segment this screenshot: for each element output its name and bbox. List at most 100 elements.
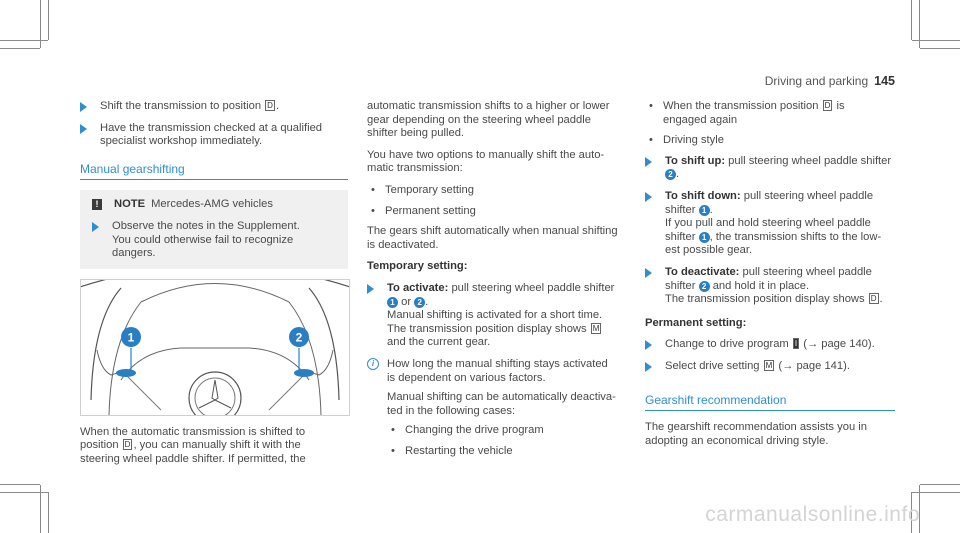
info-text: Manual shifting can be automatically dea…: [387, 391, 616, 404]
step-text: pull steering wheel paddle: [743, 189, 874, 202]
callout-1-icon: 1: [698, 204, 710, 216]
step-text: pull steering wheel paddle shifter: [451, 281, 615, 294]
intro-paragraph: automatic transmission shifts to a highe…: [367, 100, 627, 141]
steering-wheel-illustration: 1 2: [70, 264, 360, 425]
step-label: To shift up:: [665, 154, 726, 167]
info-note: i How long the manual shifting stays act…: [367, 357, 627, 459]
step-activate: To activate: pull steering wheel paddle …: [367, 282, 627, 350]
step-deactivate: To deactivate: pull steering wheel paddl…: [645, 266, 895, 307]
step-select-drive-setting: Select drive setting M (→ page 141).: [645, 359, 895, 374]
callout-1-icon: 1: [387, 296, 398, 308]
step-arrow-icon: [645, 340, 652, 351]
note-step-text: dangers.: [112, 247, 156, 260]
callout-2-icon: 2: [665, 169, 676, 181]
figure-description: When the automatic transmission is shift…: [80, 426, 348, 467]
step-text: The transmission position display shows: [387, 322, 587, 335]
info-text: How long the manual shifting stays activ…: [387, 357, 608, 370]
step-shift-down: To shift down: pull steering wheel paddl…: [645, 190, 895, 258]
crop-mark: [0, 48, 40, 49]
subheading-temporary: Temporary setting:: [367, 260, 468, 273]
body-text: When the automatic transmission is shift…: [80, 425, 306, 438]
column-right: When the transmission position D is enga…: [645, 100, 895, 456]
step-arrow-icon: [645, 156, 652, 167]
column-left: Shift the transmission to position D. Ha…: [70, 100, 360, 475]
body-text: automatic transmission shifts to a highe…: [367, 100, 610, 112]
step-arrow-icon: [645, 361, 652, 372]
body-text: steering wheel paddle shifter. If permit…: [80, 452, 306, 465]
step-label: To deactivate:: [665, 265, 740, 278]
body-text: matic transmission:: [367, 162, 463, 175]
body-text: position: [80, 439, 119, 452]
page-reference-link[interactable]: (→ page 141).: [778, 359, 850, 372]
key-m-icon: M: [590, 322, 602, 334]
step-text: shifter: [665, 279, 696, 292]
auto-paragraph: The gears shift automatically when manua…: [367, 225, 627, 252]
note-step-text: Observe the notes in the Supplement.: [112, 219, 300, 232]
crop-mark: [911, 0, 912, 40]
key-m-icon: M: [763, 359, 775, 371]
step-change-drive-program: Change to drive program I (→ page 140).: [645, 338, 895, 352]
key-d-icon: D: [868, 293, 879, 305]
step-text: and hold it in place.: [712, 279, 810, 292]
body-text: gear depending on the steering wheel pad…: [367, 113, 591, 126]
crop-mark: [0, 40, 48, 41]
step-text: If you pull and hold steering wheel padd…: [665, 217, 871, 230]
note-step: Observe the notes in the Supplement. You…: [92, 220, 336, 261]
step-arrow-icon: [92, 221, 99, 232]
step-text: or: [401, 295, 412, 308]
steering-wheel-figure: 1 2: [70, 264, 360, 425]
step-arrow-icon: [645, 191, 652, 202]
callout-1-icon: 1: [698, 231, 710, 243]
section-title-manual-gearshifting: Manual gearshifting: [80, 162, 348, 181]
step-arrow-icon: [80, 102, 87, 112]
info-icon: i: [367, 357, 379, 370]
body-text: , you can manually shift it with the: [133, 439, 301, 452]
list-item: Changing the drive program: [387, 424, 627, 438]
body-text: The gears shift automatically when manua…: [367, 225, 618, 238]
step-text: Change to drive program: [665, 338, 789, 351]
crop-mark: [919, 0, 920, 48]
step-text: Manual shifting is activated for a short…: [387, 309, 603, 322]
crop-mark: [920, 48, 960, 49]
callout-1-label: 1: [128, 330, 135, 344]
step-text: and the current gear.: [387, 336, 491, 349]
drive-program-icon: I: [792, 338, 800, 350]
step-text: pull steering wheel paddle: [742, 265, 872, 278]
subheading-permanent: Permanent setting:: [645, 316, 747, 329]
page-reference-link[interactable]: (→ page 140).: [803, 338, 875, 351]
step-text: Have the transmission checked at a quali…: [100, 121, 323, 134]
step-text: est possible gear.: [665, 244, 753, 257]
callout-2-icon: 2: [698, 280, 710, 292]
watermark: carmanualsonline.info: [705, 503, 920, 526]
step-text: shifter: [665, 203, 696, 216]
column-middle: automatic transmission shifts to a highe…: [367, 100, 627, 465]
step-text: Shift the transmission to position: [100, 100, 262, 112]
note-step-text: You could otherwise fail to recognize: [112, 233, 294, 246]
crop-mark: [0, 484, 40, 485]
crop-mark: [911, 492, 912, 533]
step-shift-to-d: Shift the transmission to position D.: [80, 100, 348, 114]
body-text: shifter being pulled.: [367, 127, 465, 140]
step-label: To activate:: [387, 281, 449, 294]
crop-mark: [912, 40, 960, 41]
page-number: 145: [874, 74, 895, 88]
crop-mark: [920, 484, 960, 485]
step-text: pull steering wheel paddle shifter: [728, 154, 892, 167]
step-arrow-icon: [367, 283, 374, 294]
step-label: To shift down:: [665, 189, 741, 202]
list-item: Driving style: [645, 134, 895, 148]
step-check-transmission: Have the transmission checked at a quali…: [80, 122, 348, 149]
key-d-icon: D: [122, 439, 133, 451]
callout-1: [121, 326, 141, 347]
body-text: The gearshift recommendation assists you…: [645, 421, 867, 434]
callout-2-icon: 2: [414, 296, 426, 308]
body-text: is deactivated.: [367, 238, 439, 251]
step-text: .: [275, 100, 280, 112]
crop-mark: [912, 492, 960, 493]
crop-mark: [40, 0, 41, 48]
body-text: engaged again: [663, 113, 738, 126]
body-text: When the transmission position: [663, 100, 819, 112]
